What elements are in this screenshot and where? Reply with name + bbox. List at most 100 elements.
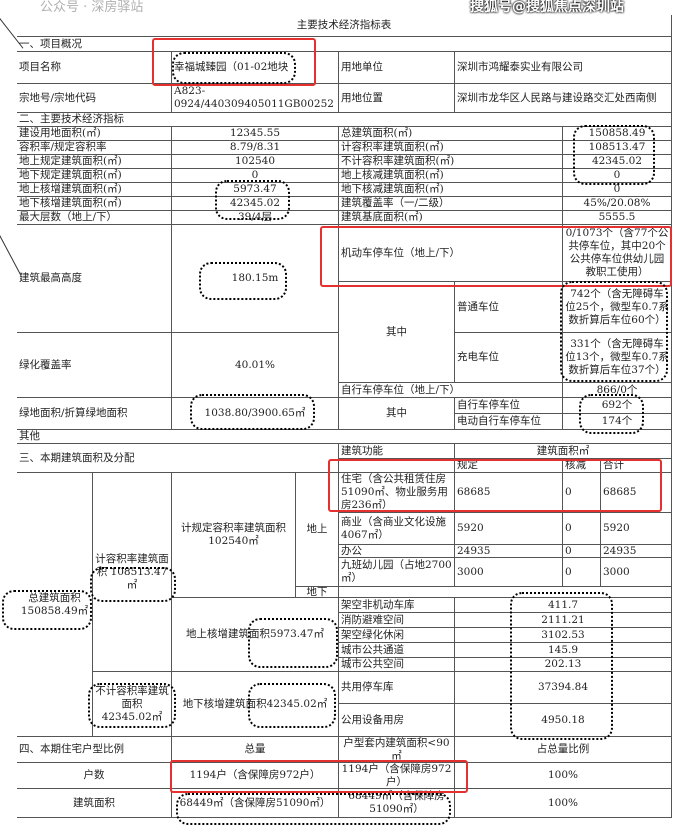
use-total: 68685: [601, 473, 672, 513]
units-ratio: 100%: [455, 763, 672, 789]
space-area: 202.13: [455, 658, 672, 672]
field-label: 用地单位: [339, 52, 455, 84]
use-reduce: 0: [563, 473, 601, 513]
use-spec: 5920: [455, 513, 563, 545]
space-name: 消防避难空间: [339, 613, 455, 628]
nonfar-area: 不计容积率建筑面积 42345.02㎡: [93, 672, 172, 737]
indicator-value: 39/4层: [172, 211, 339, 225]
indicator-value: 180.15m: [172, 225, 339, 333]
indicator-label: 建筑最高高度: [17, 225, 172, 333]
indicator-label: 电动自行车停车位: [455, 414, 563, 430]
indicator-label: 其中: [339, 398, 455, 430]
area-ratio: 100%: [455, 789, 672, 818]
indicator-value: 742个（含无障碍车位25个，微型车0.7系数折算后车位60个）: [563, 282, 672, 333]
row-label: 建筑面积: [17, 789, 172, 818]
column-header: 核减: [563, 459, 601, 473]
project-name: 幸福城臻园（01-02地块: [172, 52, 339, 84]
land-unit: 深圳市鸿耀泰实业有限公司: [455, 52, 672, 84]
indicator-label: 地上规定建筑面积(㎡): [17, 155, 172, 169]
space-area: 2111.21: [455, 613, 672, 628]
use-reduce: 0: [563, 513, 601, 545]
indicator-value: 150858.49: [563, 127, 672, 141]
indicator-label: 机动车停车位（地上/下）: [339, 225, 563, 282]
land-location: 深圳市龙华区人民路与建设路交汇处西南侧: [455, 84, 672, 113]
space-name: 城市公共通道: [339, 643, 455, 658]
indicator-value: 0: [563, 183, 672, 197]
space-area: 4950.18: [455, 704, 672, 737]
column-header: 合计: [601, 459, 672, 473]
indicator-label: 最大层数（地上/下）: [17, 211, 172, 225]
field-label: 用地位置: [339, 84, 455, 113]
space-name: 共用停车库: [339, 672, 455, 704]
use-reduce: 0: [563, 558, 601, 587]
use-total: 24935: [601, 545, 672, 558]
use-name: 商业（含商业文化设施4067㎡）: [339, 513, 455, 545]
space-area: 3102.53: [455, 628, 672, 643]
space-name: 架空绿化休闲: [339, 628, 455, 643]
space-name: 架空非机动车库: [339, 598, 455, 613]
area-type: 68449㎡（含保障房51090㎡）: [339, 789, 455, 818]
indicator-value: 102540: [172, 155, 339, 169]
table-title: 主要技术经济指标表: [17, 15, 672, 37]
indicator-label: 普通车位: [455, 282, 563, 333]
section-heading: 其他: [17, 430, 672, 444]
indicator-value: 8.79/8.31: [172, 141, 339, 155]
indicator-value: 174个: [563, 414, 672, 430]
parcel-code: A823-0924/440309405011GB00252: [172, 84, 339, 113]
field-label: 项目名称: [17, 52, 172, 84]
indicator-label: 计容积率建筑面积(㎡): [339, 141, 563, 155]
indicator-value: 331个（含无障碍车位13个，微型车0.7系数折算后车位37个）: [563, 333, 672, 383]
indicator-label: 绿地面积/折算绿地面积: [17, 398, 172, 430]
indicator-value: 108513.47: [563, 141, 672, 155]
use-total: 5920: [601, 513, 672, 545]
section-heading: 三、本期建筑面积及分配: [17, 444, 339, 473]
total-area: 总建筑面积 150858.49㎡: [17, 473, 93, 737]
below-ground-label: 地下: [296, 587, 339, 598]
indicator-value: 0/1073个（含77个公共停车位，其中20个公共停车位供幼儿园教职工使用）: [563, 225, 672, 282]
indicator-value: 0: [563, 169, 672, 183]
section-heading: 二、主要技术经济指标: [17, 113, 672, 127]
above-added-area: 地上核增建筑面积5973.47㎡: [172, 598, 339, 672]
column-header: 户型套内建筑面积<90㎡: [339, 737, 455, 763]
area-total: 68449㎡（含保障房51090㎡）: [172, 789, 339, 818]
indicator-value: 40.01%: [172, 333, 339, 398]
indicator-value: 692个: [563, 398, 672, 414]
units-total: 1194户（含保障房972户）: [172, 763, 339, 789]
indicator-value: 866/0个: [563, 383, 672, 398]
column-header: 占总量比例: [455, 737, 672, 763]
space-area: 37394.84: [455, 672, 672, 704]
above-ground-label: 地上: [296, 473, 339, 587]
indicator-value: 1038.80/3900.65㎡: [172, 398, 339, 430]
section-heading: 一、项目概况: [17, 37, 672, 52]
use-name: 办公: [339, 545, 455, 558]
indicator-value: 5555.5: [563, 211, 672, 225]
use-reduce: 0: [563, 545, 601, 558]
indicator-label: 自行车停车位: [455, 398, 563, 414]
column-header: 总量: [172, 737, 339, 763]
indicator-label: 其中: [339, 282, 455, 383]
wechat-watermark: 公众号 · 深房驿站: [40, 0, 144, 15]
indicator-label: 总建筑面积(㎡): [339, 127, 563, 141]
indicator-label: 自行车停车位（地上/下）: [339, 383, 563, 398]
indicator-value: 45%/20.08%: [563, 197, 672, 211]
below-added-area: 地下核增建筑面积42345.02㎡: [172, 672, 339, 737]
indicator-label: 建筑基底面积(㎡): [339, 211, 563, 225]
sohu-watermark: 搜狐号@搜狐焦点深圳站: [470, 0, 624, 15]
use-name: 九班幼儿园（占地2700㎡）: [339, 558, 455, 587]
empty-cell: [339, 587, 672, 598]
indicator-value: 12345.55: [172, 127, 339, 141]
indicator-label: 建设用地面积(㎡): [17, 127, 172, 141]
use-total: 3000: [601, 558, 672, 587]
indicator-label: 地下规定建筑面积(㎡): [17, 169, 172, 183]
indicator-label: 不计容积率建筑面积(㎡): [339, 155, 563, 169]
indicator-label: 地下核减建筑面积(㎡): [339, 183, 563, 197]
column-header: 规定: [455, 459, 563, 473]
indicator-label: 地下核增建筑面积(㎡): [17, 197, 172, 211]
indicator-label: 容积率/规定容积率: [17, 141, 172, 155]
field-label: 宗地号/宗地代码: [17, 84, 172, 113]
use-spec: 68685: [455, 473, 563, 513]
space-area: 411.7: [455, 598, 672, 613]
space-area: 145.9: [455, 643, 672, 658]
indicator-label: 绿化覆盖率: [17, 333, 172, 398]
indicator-label: 充电车位: [455, 333, 563, 383]
